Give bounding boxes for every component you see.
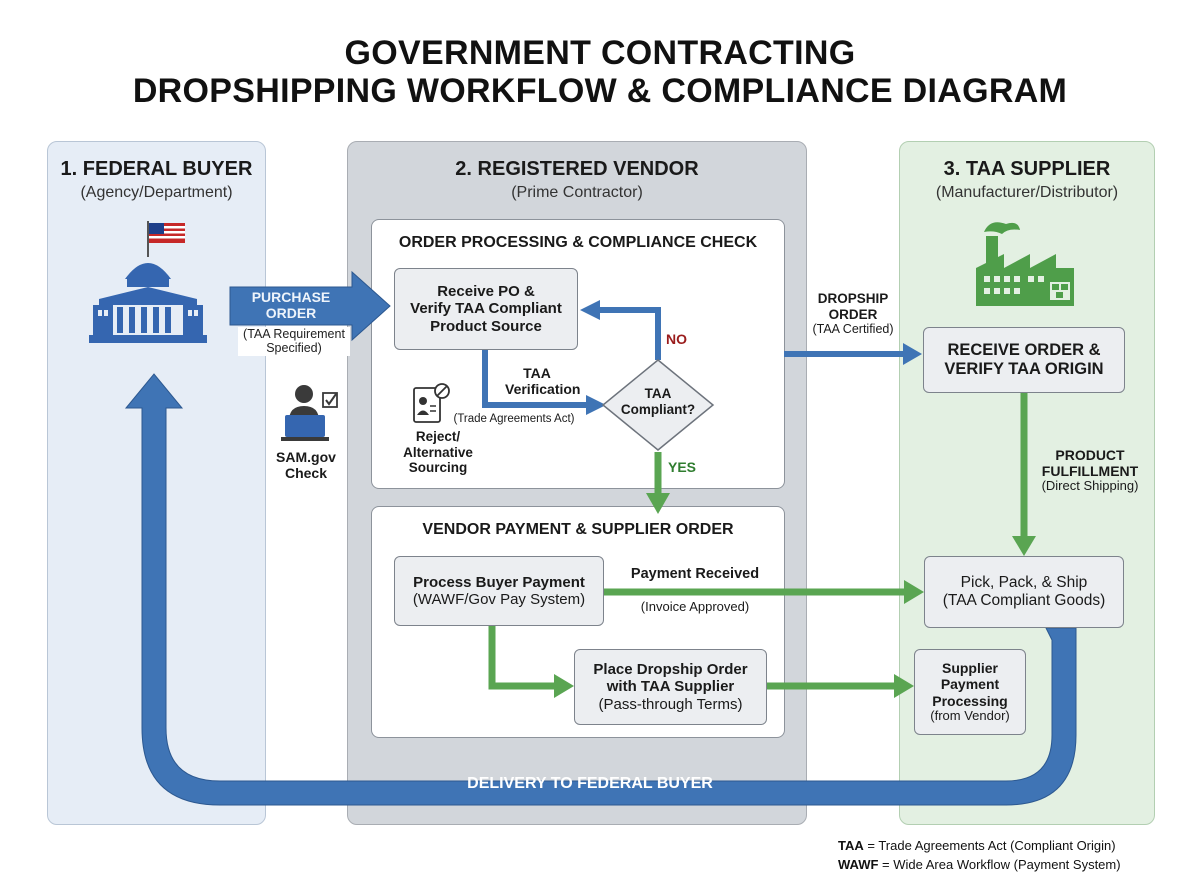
checkbox-icon	[322, 392, 338, 408]
place-dropship-order-box: Place Dropship Order with TAA Supplier (…	[574, 649, 767, 725]
no-loop-arrow	[598, 307, 661, 360]
factory-icon	[976, 222, 1074, 306]
no-loop-arrowhead	[580, 300, 600, 320]
lane-title-supplier: 3. TAA SUPPLIER	[943, 158, 1111, 180]
reject-alternative-label: Reject/ Alternative Sourcing	[403, 429, 473, 476]
lane-title-buyer: 1. FEDERAL BUYER	[60, 158, 253, 180]
diagram-title-line2: DROPSHIPPING WORKFLOW & COMPLIANCE DIAGR…	[132, 72, 1068, 110]
us-flag-icon	[147, 221, 185, 257]
lane-title-vendor: 2. REGISTERED VENDOR	[455, 158, 699, 180]
trade-agreements-note: (Trade Agreements Act)	[448, 413, 580, 427]
receive-po-box: Receive PO & Verify TAA Compliant Produc…	[394, 268, 578, 350]
dropship-order-arrowhead	[903, 343, 922, 365]
fulfillment-arrowhead	[1012, 536, 1036, 556]
decision-yes-label: YES	[668, 459, 697, 475]
supplier-payment-arrowhead	[894, 674, 914, 698]
lane-subtitle-supplier: (Manufacturer/Distributor)	[935, 184, 1119, 201]
purchase-order-label: PURCHASE ORDER	[251, 289, 331, 322]
reject-document-icon	[413, 383, 450, 423]
lane-subtitle-vendor: (Prime Contractor)	[511, 184, 643, 201]
diagram-title-line1: GOVERNMENT CONTRACTING	[344, 34, 856, 72]
payment-received-arrowhead	[904, 580, 924, 604]
lane-subtitle-buyer: (Agency/Department)	[80, 184, 233, 201]
verification-arrowhead	[586, 395, 606, 415]
sam-gov-check-label: SAM.gov Check	[276, 449, 336, 482]
order-processing-title: ORDER PROCESSING & COMPLIANCE CHECK	[398, 234, 758, 251]
purchase-order-note: (TAA Requirement Specified)	[238, 327, 350, 356]
product-fulfillment-label: PRODUCT FULFILLMENT (Direct Shipping)	[1041, 447, 1139, 494]
invoice-approved-label: (Invoice Approved)	[640, 599, 750, 614]
supplier-payment-box: Supplier Payment Processing (from Vendor…	[914, 649, 1026, 735]
taa-decision-diamond	[601, 359, 715, 451]
dropship-order-label: DROPSHIP ORDER (TAA Certified)	[812, 291, 894, 337]
taa-verification-label: TAA Verification	[505, 365, 581, 398]
order-processing-panel: ORDER PROCESSING & COMPLIANCE CHECK	[371, 219, 785, 489]
payment-received-label: Payment Received	[630, 566, 760, 582]
process-buyer-payment-box: Process Buyer Payment (WAWF/Gov Pay Syst…	[394, 556, 604, 626]
delivery-band-arrow	[124, 373, 1077, 806]
purchase-order-arrow	[229, 270, 391, 342]
yes-arrowhead	[646, 493, 670, 514]
receive-order-verify-box: RECEIVE ORDER & VERIFY TAA ORIGIN	[923, 327, 1125, 393]
verification-arrow	[482, 350, 588, 408]
place-order-arrow	[488, 626, 556, 690]
pick-pack-ship-box: Pick, Pack, & Ship (TAA Compliant Goods)	[924, 556, 1124, 628]
place-order-arrowhead	[554, 674, 574, 698]
decision-no-label: NO	[666, 331, 687, 347]
person-laptop-icon	[281, 385, 338, 441]
capitol-building-icon	[89, 221, 207, 343]
legend-taa: TAA = Trade Agreements Act (Compliant Or…	[838, 838, 1116, 853]
taa-compliant-decision-label: TAA Compliant?	[620, 386, 696, 417]
legend-wawf: WAWF = Wide Area Workflow (Payment Syste…	[838, 857, 1121, 872]
vendor-payment-title: VENDOR PAYMENT & SUPPLIER ORDER	[422, 521, 734, 538]
delivery-label: DELIVERY TO FEDERAL BUYER	[467, 775, 713, 792]
